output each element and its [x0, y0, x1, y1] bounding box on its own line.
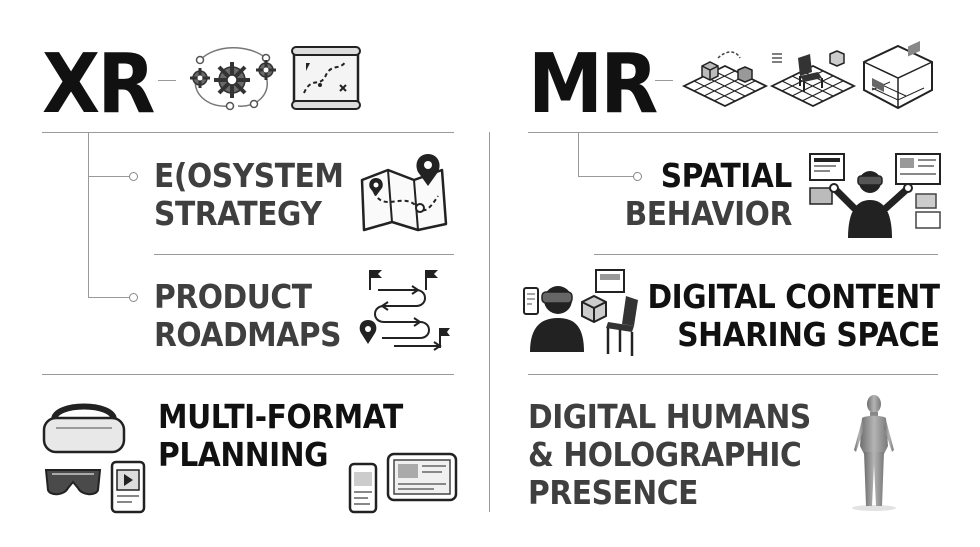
- mr-top-divider: [528, 132, 938, 133]
- xr-tree-trunk: [88, 132, 89, 298]
- xr-branch-node-2: [129, 293, 138, 302]
- xr-heading: XR: [42, 37, 156, 132]
- iso-chair-cube-icon: [769, 50, 857, 108]
- xr-divider-2: [154, 254, 454, 255]
- tablet-video-icon: [110, 460, 146, 514]
- mr-divider-3: [528, 374, 938, 375]
- xr-heading-connector: [158, 80, 176, 81]
- xr-branch-node-1: [129, 172, 138, 181]
- xr-branch-1: [88, 176, 130, 177]
- gears-network-icon: [190, 47, 276, 111]
- mr-branch-1: [578, 176, 634, 177]
- xr-top-divider: [42, 132, 454, 133]
- roadmap-flags-icon: [359, 270, 450, 351]
- ar-glasses-icon: [44, 469, 102, 496]
- mr-heading: MR: [528, 37, 658, 132]
- iso-room-icon: [863, 40, 933, 110]
- strategy-map-icon: [291, 46, 361, 110]
- center-divider: [489, 132, 490, 512]
- phone-icon: [348, 462, 378, 514]
- hologram-human-icon: [852, 395, 896, 511]
- mr-heading-connector: [655, 80, 673, 81]
- iso-grid-cubes-icon: [681, 51, 769, 108]
- mr-divider-2: [594, 254, 938, 255]
- vr-headset-icon: [42, 403, 126, 454]
- xr-branch-2: [88, 297, 130, 298]
- mr-branch-node-1: [633, 172, 642, 181]
- vr-user-screens-icon: [809, 153, 941, 238]
- xr-divider-3: [42, 374, 454, 375]
- location-map-icon: [360, 154, 448, 232]
- laptop-icon: [386, 452, 458, 502]
- mr-tree-trunk: [578, 132, 579, 176]
- vr-user-chair-icon: [523, 269, 638, 356]
